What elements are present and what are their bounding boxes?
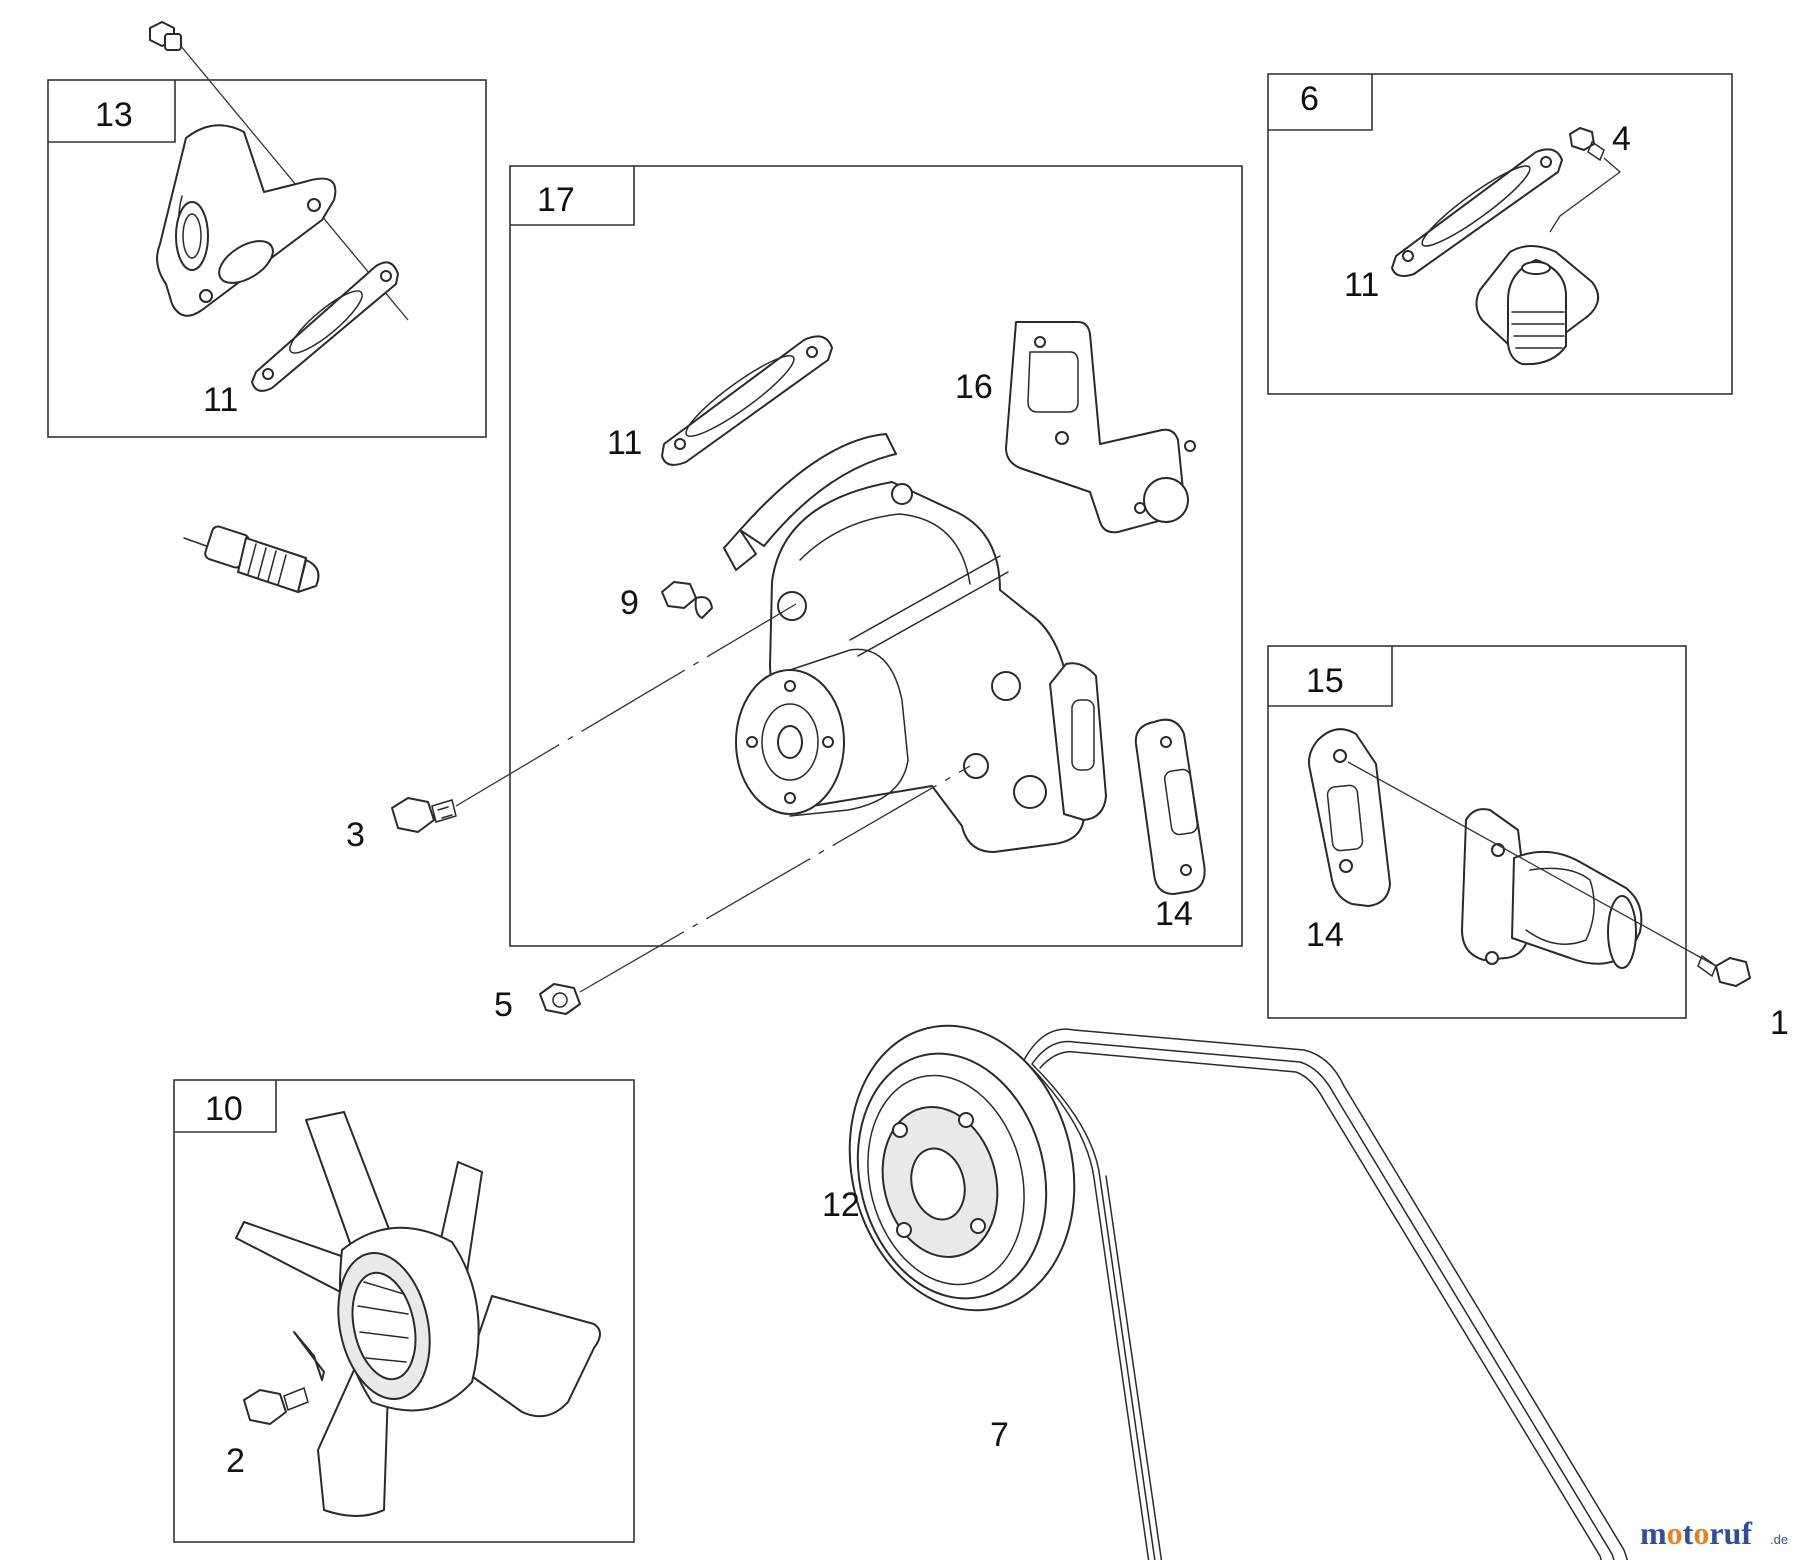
gasket-14-box17[interactable] [1134,718,1206,895]
brand-suffix: .de [1770,1532,1788,1547]
callout-5: 5 [494,986,513,1024]
bolt-1[interactable] [1697,954,1751,987]
brand-letter-o1: o [1667,1515,1683,1551]
temperature-sensor[interactable] [183,525,320,593]
brand-letter-r: r [1709,1515,1723,1551]
bolt-4[interactable] [1569,127,1605,162]
gasket-14-box15[interactable] [1308,728,1391,907]
nut-5[interactable] [539,983,581,1015]
svg-text:motoruf: motoruf [1640,1515,1752,1551]
callout-14-box17: 14 [1155,895,1193,933]
box-15-label: 15 [1306,662,1344,700]
box-15: 15 14 [1267,645,1717,1019]
water-pump-body[interactable] [723,433,1107,853]
callout-12: 12 [822,1186,860,1224]
callout-11-box13: 11 [203,381,238,419]
brand-letter-o2: o [1693,1515,1709,1551]
gasket-11-box13[interactable] [251,261,399,392]
brand-letter-u: u [1724,1515,1742,1551]
cooling-fan[interactable] [235,1111,601,1517]
bleed-bolt[interactable] [149,21,182,51]
brand-letter-t: t [1683,1515,1694,1551]
box-17: 17 11 16 [509,165,1243,947]
callout-3: 3 [346,816,365,854]
box-17-label: 17 [537,181,575,219]
box-6: 6 4 11 [1267,73,1733,395]
box-10: 10 2 [173,1079,635,1543]
gasket-16[interactable] [1005,321,1196,534]
bolt-3[interactable] [391,797,457,833]
v-belt[interactable] [1023,1028,1631,1560]
callout-7: 7 [990,1416,1009,1454]
box-13: 13 11 [47,21,487,438]
callout-2: 2 [226,1442,245,1480]
callout-11-box17: 11 [607,424,642,462]
callout-11-box6: 11 [1344,266,1379,304]
gasket-11-box17[interactable] [661,335,833,466]
bolt-9[interactable] [661,581,713,619]
bolt-2[interactable] [243,1386,309,1425]
brand-letter-m: m [1640,1515,1667,1551]
brand-logo: motoruf .de [1640,1515,1788,1551]
crank-pulley[interactable] [820,1002,1103,1335]
callout-14-box15: 14 [1306,916,1344,954]
callout-4: 4 [1612,120,1631,158]
gasket-11-box6[interactable] [1391,148,1563,277]
box-10-label: 10 [205,1090,243,1128]
brand-letter-f: f [1741,1515,1752,1551]
thermostat[interactable] [1475,245,1599,366]
box-13-label: 13 [95,96,133,134]
box-6-label: 6 [1300,80,1319,118]
thermostat-housing[interactable] [156,124,337,317]
callout-9: 9 [620,584,639,622]
water-outlet[interactable] [1461,808,1643,969]
callout-1: 1 [1770,1004,1789,1042]
callout-16: 16 [955,368,993,406]
